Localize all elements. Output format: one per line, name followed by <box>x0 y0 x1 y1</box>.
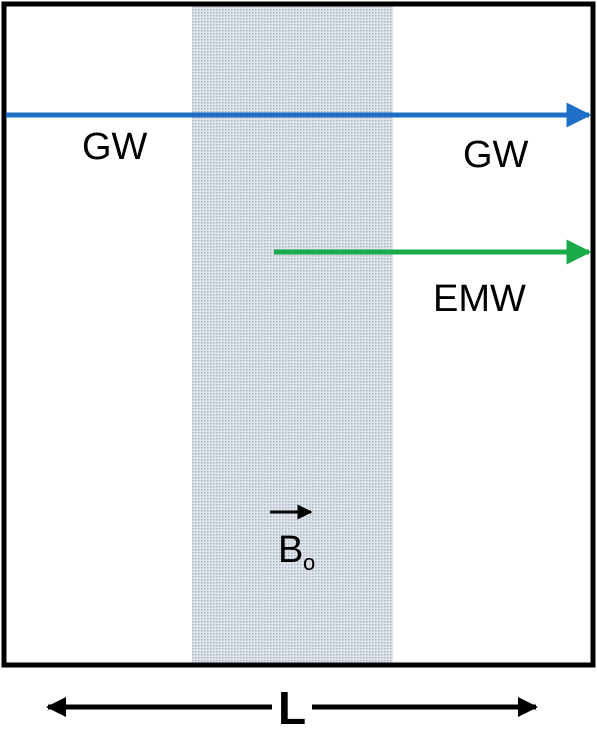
field-symbol-label: B <box>278 529 303 571</box>
gw-incoming-label: GW <box>82 126 148 168</box>
gw-outgoing-label: GW <box>463 134 529 176</box>
emw-label: EMW <box>433 278 526 320</box>
field-subscript-label: o <box>303 550 315 575</box>
diagram-frame <box>1 1 596 668</box>
length-label: L <box>278 682 306 734</box>
